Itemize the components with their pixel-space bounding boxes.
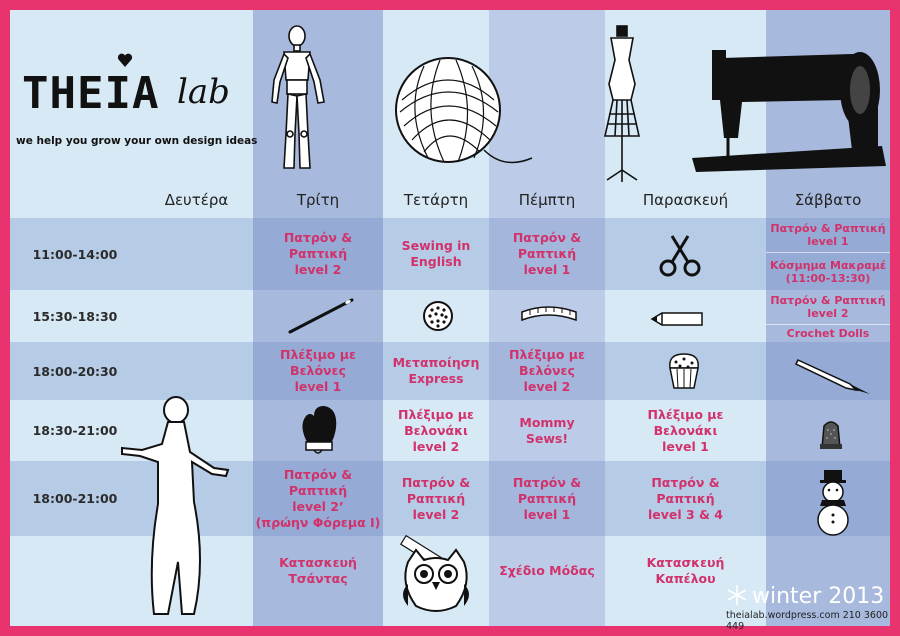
day-header-tuesday: Τρίτη	[296, 191, 340, 209]
class-wednesday-4: Πλέξιμο με Βελονάκι level 2	[398, 406, 474, 454]
class-saturday-2b: Crochet Dolls	[786, 327, 870, 340]
time-slot-1: 11:00-14:00	[32, 246, 118, 262]
brand-lab: lab	[177, 72, 230, 112]
wooden-mannequin-icon	[271, 25, 325, 169]
thimble-icon	[820, 421, 842, 449]
time-slot-3: 18:00-20:30	[32, 363, 118, 379]
day-header-friday: Παρασκευή	[642, 191, 729, 209]
woman-silhouette-icon	[121, 396, 230, 615]
row-band-3	[10, 342, 890, 400]
tagline: we help you grow your own design ideas	[16, 135, 258, 147]
class-friday-5: Πατρόν & Ραπτική level 3 & 4	[647, 474, 724, 522]
class-thursday-4: Mommy Sews!	[519, 414, 575, 446]
cupcake-icon	[669, 353, 699, 389]
day-header-monday: Δευτέρα	[164, 191, 229, 209]
time-slot-5: 18:00-21:00	[32, 491, 118, 506]
pencil-icon	[650, 312, 703, 326]
class-thursday-3: Πλέξιμο με Βελόνες level 2	[509, 347, 585, 394]
scissors-icon	[659, 235, 701, 277]
schedule-poster: THEIA lab we help you grow your own desi…	[10, 10, 890, 632]
owl-icon	[399, 534, 469, 612]
class-saturday-1a: Πατρόν & Ραπτική level 1	[770, 222, 886, 248]
class-thursday-1: Πατρόν & Ραπτική level 1	[512, 230, 582, 277]
oven-mitt-icon	[302, 406, 337, 454]
class-thursday-6: Σχέδιο Μόδας	[499, 563, 595, 578]
saturday-divider-2	[766, 324, 890, 325]
brand-logo: THEIA lab	[22, 50, 262, 140]
day-header-thursday: Πέμπτη	[518, 191, 576, 209]
day-header-saturday: Σάββατο	[794, 191, 862, 209]
fountain-pen-icon	[794, 359, 870, 394]
heart-icon	[117, 53, 133, 67]
column-thursday-bg	[489, 10, 605, 626]
snowman-icon	[817, 470, 849, 536]
contact-line: theialab.wordpress.com 210 3600 449	[726, 610, 889, 632]
class-friday-4: Πλέξιμο με Βελονάκι level 1	[647, 406, 724, 454]
snowflake-icon	[727, 585, 747, 605]
class-wednesday-5: Πατρόν & Ραπτική level 2	[401, 474, 471, 522]
class-friday-6: Κατασκευή Καπέλου	[646, 555, 725, 586]
saturday-divider	[766, 252, 890, 253]
class-saturday-2: Πατρόν & Ραπτική level 2	[770, 294, 886, 320]
time-slot-2: 15:30-18:30	[32, 308, 118, 324]
button-icon	[423, 301, 453, 331]
row-band-1	[10, 218, 890, 290]
class-saturday-1b: Κόσμημα Μακραμέ (11:00-13:30)	[769, 258, 887, 285]
season-title: winter 2013	[752, 584, 885, 609]
class-tuesday-1: Πατρόν & Ραπτική level 2	[283, 230, 353, 277]
sewing-machine-icon	[692, 50, 886, 172]
time-slot-4: 18:30-21:00	[32, 423, 118, 438]
needle-icon	[288, 298, 354, 334]
class-tuesday-3: Πλέξιμο με Βελόνες level 1	[280, 347, 356, 394]
class-wednesday-1: Sewing in English	[401, 238, 471, 269]
tape-measure-icon	[521, 306, 577, 322]
class-thursday-5: Πατρόν & Ραπτική level 1	[512, 474, 582, 522]
brand-name: THEIA	[22, 68, 160, 119]
class-wednesday-3: Μεταποίηση Express	[392, 355, 480, 386]
class-tuesday-6: Κατασκευή Τσάντας	[279, 555, 357, 586]
dress-form-icon	[604, 25, 640, 182]
yarn-ball-icon	[395, 57, 533, 164]
day-header-wednesday: Τετάρτη	[403, 191, 469, 209]
class-tuesday-5: Πατρόν & Ραπτική level 2’ (πρώην Φόρεμα …	[255, 466, 381, 530]
